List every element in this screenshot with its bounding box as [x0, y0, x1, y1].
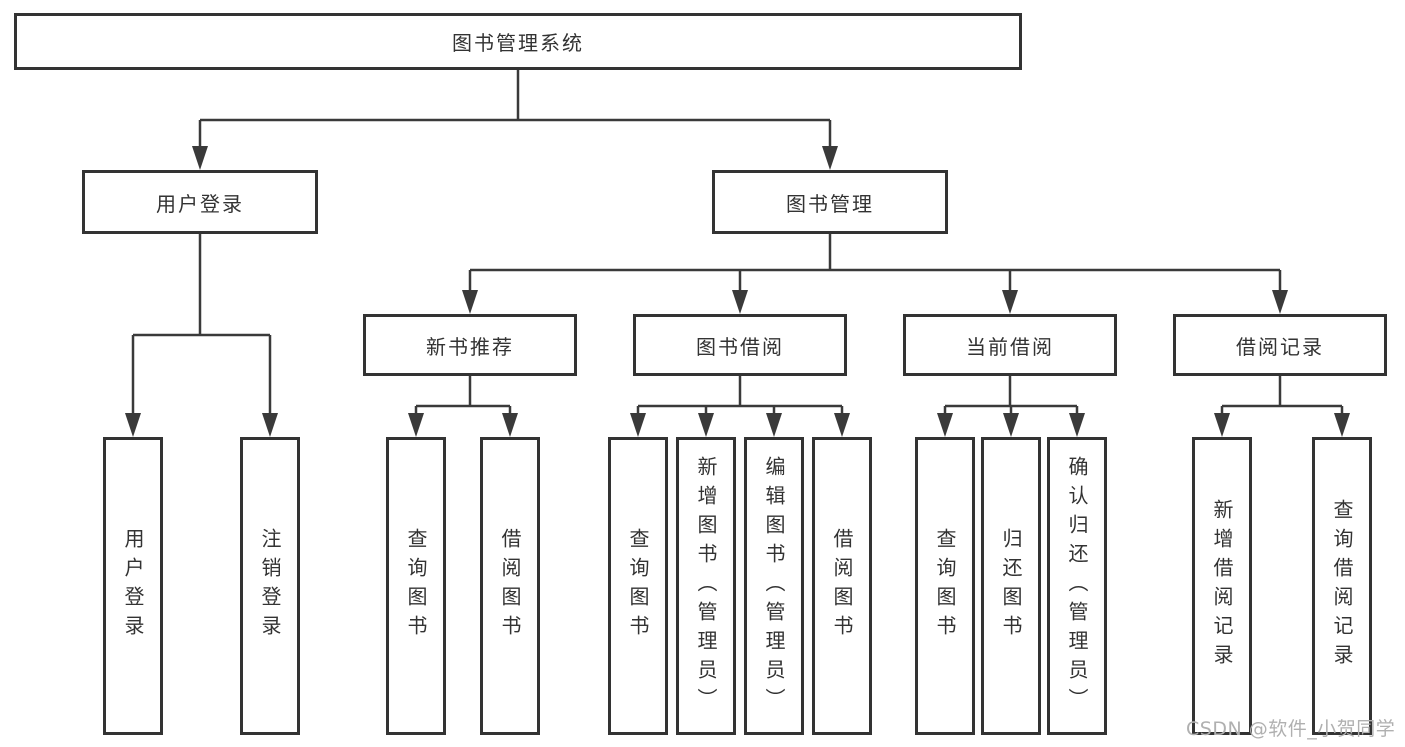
- node-user-login: 用户登录: [82, 170, 318, 234]
- node-label: 新书推荐: [426, 334, 514, 359]
- leaf-label: 归还图书: [999, 528, 1023, 644]
- leaf-label: 查询借阅记录: [1330, 499, 1354, 673]
- arrowhead: [732, 290, 748, 314]
- leaf-label: 新增借阅记录: [1210, 499, 1234, 673]
- leaf-confirm-return-admin: 确认归还（管理员）: [1047, 437, 1107, 735]
- leaf-label: 借阅图书: [498, 528, 522, 644]
- leaf-user-login: 用户登录: [103, 437, 163, 735]
- leaf-label: 新增图书（管理员）: [694, 455, 718, 717]
- leaf-logout: 注销登录: [240, 437, 300, 735]
- node-book-borrow: 图书借阅: [633, 314, 847, 376]
- leaf-label: 借阅图书: [830, 528, 854, 644]
- leaf-borrow-books: 借阅图书: [812, 437, 872, 735]
- arrowhead: [834, 413, 850, 437]
- arrowhead: [408, 413, 424, 437]
- leaf-query-books-borrow: 查询图书: [608, 437, 668, 735]
- node-label: 当前借阅: [966, 334, 1054, 359]
- arrowhead: [192, 146, 208, 170]
- node-label: 图书管理系统: [452, 31, 584, 55]
- leaf-label: 注销登录: [258, 528, 282, 644]
- leaf-query-books-recommend: 查询图书: [386, 437, 446, 735]
- leaf-add-book-admin: 新增图书（管理员）: [676, 437, 736, 735]
- leaf-label: 编辑图书（管理员）: [762, 455, 786, 717]
- leaf-query-borrow-record: 查询借阅记录: [1312, 437, 1372, 735]
- node-borrow-records: 借阅记录: [1173, 314, 1387, 376]
- node-book-management: 图书管理: [712, 170, 948, 234]
- arrowhead: [1069, 413, 1085, 437]
- arrowhead: [1334, 413, 1350, 437]
- leaf-add-borrow-record: 新增借阅记录: [1192, 437, 1252, 735]
- arrowhead: [125, 413, 141, 437]
- leaf-label: 确认归还（管理员）: [1065, 455, 1089, 717]
- node-label: 用户登录: [156, 191, 244, 216]
- node-system-root: 图书管理系统: [14, 13, 1022, 70]
- node-label: 借阅记录: [1236, 334, 1324, 359]
- node-current-borrow: 当前借阅: [903, 314, 1117, 376]
- leaf-label: 查询图书: [404, 528, 428, 644]
- arrowhead: [262, 413, 278, 437]
- leaf-label: 查询图书: [626, 528, 650, 644]
- arrowhead: [1002, 290, 1018, 314]
- leaf-edit-book-admin: 编辑图书（管理员）: [744, 437, 804, 735]
- leaf-label: 查询图书: [933, 528, 957, 644]
- leaf-label: 用户登录: [121, 528, 145, 644]
- arrowhead: [822, 146, 838, 170]
- arrowhead: [766, 413, 782, 437]
- leaf-query-books-current: 查询图书: [915, 437, 975, 735]
- arrowhead: [630, 413, 646, 437]
- arrowhead: [937, 413, 953, 437]
- arrowhead: [698, 413, 714, 437]
- node-new-book-recommend: 新书推荐: [363, 314, 577, 376]
- arrowhead: [1003, 413, 1019, 437]
- node-label: 图书借阅: [696, 334, 784, 359]
- node-label: 图书管理: [786, 191, 874, 216]
- arrowhead: [462, 290, 478, 314]
- arrowhead: [502, 413, 518, 437]
- watermark: CSDN @软件_小贺同学: [1186, 718, 1396, 740]
- arrowhead: [1214, 413, 1230, 437]
- leaf-return-books: 归还图书: [981, 437, 1041, 735]
- arrowhead: [1272, 290, 1288, 314]
- leaf-borrow-books-recommend: 借阅图书: [480, 437, 540, 735]
